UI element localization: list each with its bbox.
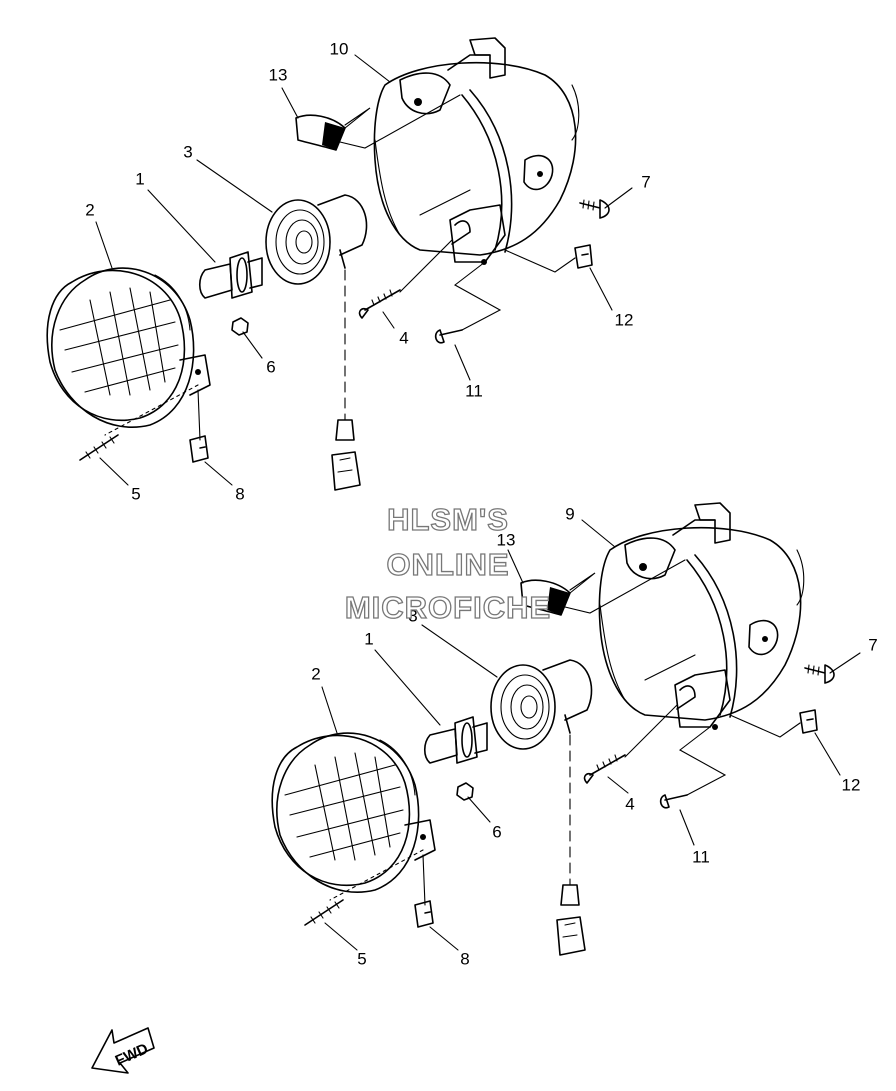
leader-u11	[454, 344, 471, 381]
housing-lower	[598, 502, 805, 730]
leader-u3	[196, 159, 273, 213]
bolt-4-upper-thread	[371, 289, 393, 306]
bulb-upper	[198, 251, 263, 299]
callout-u11: 11	[465, 381, 483, 400]
cover-13-lower-leader	[564, 559, 686, 614]
callout-l11: 11	[692, 847, 710, 866]
lower-assembly: 1 2 3 4 5 6 7 8 9 11 12 13	[271, 502, 878, 968]
callout-u6: 6	[266, 357, 275, 376]
leader-u7	[604, 187, 633, 209]
leader-u6	[242, 331, 263, 359]
bolt-4-lower-thread	[596, 754, 618, 771]
callout-u2: 2	[85, 200, 94, 219]
fwd-label: FWD	[113, 1040, 151, 1069]
leader-l7	[829, 652, 861, 674]
watermark-line-2: ONLINE	[386, 547, 509, 582]
callout-l8: 8	[460, 949, 469, 968]
leader-u1	[147, 189, 216, 263]
clip-12-lower	[799, 709, 818, 734]
callout-l7: 7	[868, 635, 877, 654]
callout-u4: 4	[399, 328, 408, 347]
clip-12-upper	[574, 244, 593, 269]
fwd-arrow-icon	[91, 1027, 155, 1074]
clip-12-upper-leader	[504, 249, 576, 273]
screw-11-lower-leader	[679, 726, 727, 796]
callout-l13: 13	[497, 530, 516, 549]
watermark-line-3: MICROFICHE	[345, 590, 551, 625]
leader-l13	[507, 549, 524, 584]
clip-12-lower-leader	[729, 714, 801, 738]
screw-7-lower	[804, 664, 835, 684]
leader-l12	[814, 732, 841, 776]
callout-u13: 13	[269, 65, 288, 84]
bolt-4-upper-leader	[399, 239, 453, 293]
nut-8-lower-leader	[422, 854, 426, 906]
leader-l9	[581, 519, 616, 548]
screw-11-upper	[434, 329, 463, 344]
callout-l4: 4	[625, 794, 634, 813]
socket-lower	[490, 659, 593, 956]
socket-upper	[265, 194, 368, 491]
callout-u1: 1	[135, 169, 144, 188]
leader-l4	[607, 776, 629, 794]
cover-13-upper-leader	[339, 94, 461, 149]
callout-l12: 12	[842, 775, 861, 794]
nut-6-upper	[231, 317, 249, 336]
leader-u4	[382, 311, 395, 329]
headlight-lens-lower	[271, 732, 436, 901]
nut-8-upper	[189, 435, 209, 463]
callout-l6: 6	[492, 822, 501, 841]
nut-8-upper-leader	[197, 389, 201, 441]
leader-l5	[324, 922, 358, 951]
leader-l6	[467, 796, 491, 823]
leader-u2	[95, 221, 113, 269]
nut-6-lower	[456, 782, 474, 801]
leader-u10	[354, 54, 391, 83]
bolt-4-upper	[358, 289, 401, 319]
screw-5-upper	[79, 434, 119, 461]
callout-l5: 5	[357, 949, 366, 968]
bulb-lower	[423, 716, 488, 764]
screw-7-upper-thread	[582, 199, 595, 211]
screw-7-upper	[579, 199, 610, 219]
leader-l1	[374, 649, 441, 726]
nut-8-lower	[414, 900, 434, 928]
callout-l1: 1	[364, 629, 373, 648]
cover-13-upper-shade	[322, 122, 345, 150]
callout-l9: 9	[565, 504, 574, 523]
leader-l3	[421, 624, 498, 678]
leader-u8	[204, 461, 233, 486]
upper-assembly: 1 2 3 4 5 6 7 8 10 11 12 13	[46, 37, 651, 503]
callout-u3: 3	[183, 142, 192, 161]
callout-u8: 8	[235, 484, 244, 503]
screw-11-upper-leader	[454, 261, 502, 331]
callout-l3: 3	[408, 606, 417, 625]
bolt-4-lower	[583, 754, 626, 784]
headlight-lens-upper	[46, 267, 211, 436]
bolt-4-lower-leader	[624, 704, 678, 758]
leader-u5	[99, 457, 129, 486]
callout-u12: 12	[615, 310, 634, 329]
watermark: HLSM'S ONLINE MICROFICHE	[344, 501, 551, 625]
leader-l11	[679, 809, 695, 846]
screw-7-lower-thread	[807, 664, 820, 676]
leader-l2	[321, 686, 338, 734]
leader-l8	[429, 926, 459, 951]
callout-l2: 2	[311, 664, 320, 683]
callout-u10: 10	[330, 39, 349, 58]
housing-upper	[373, 37, 580, 265]
screw-11-lower	[659, 794, 688, 809]
screw-5-lower-thread	[310, 901, 340, 924]
callout-u7: 7	[641, 172, 650, 191]
leader-u12	[589, 267, 613, 311]
cover-13-lower-shade	[547, 587, 570, 615]
leader-u13	[281, 87, 299, 119]
screw-5-lower	[304, 899, 344, 926]
forward-arrow: FWD	[91, 1027, 155, 1074]
screw-5-upper-thread	[85, 436, 115, 459]
watermark-line-1: HLSM'S	[387, 502, 509, 537]
callout-u5: 5	[131, 484, 140, 503]
